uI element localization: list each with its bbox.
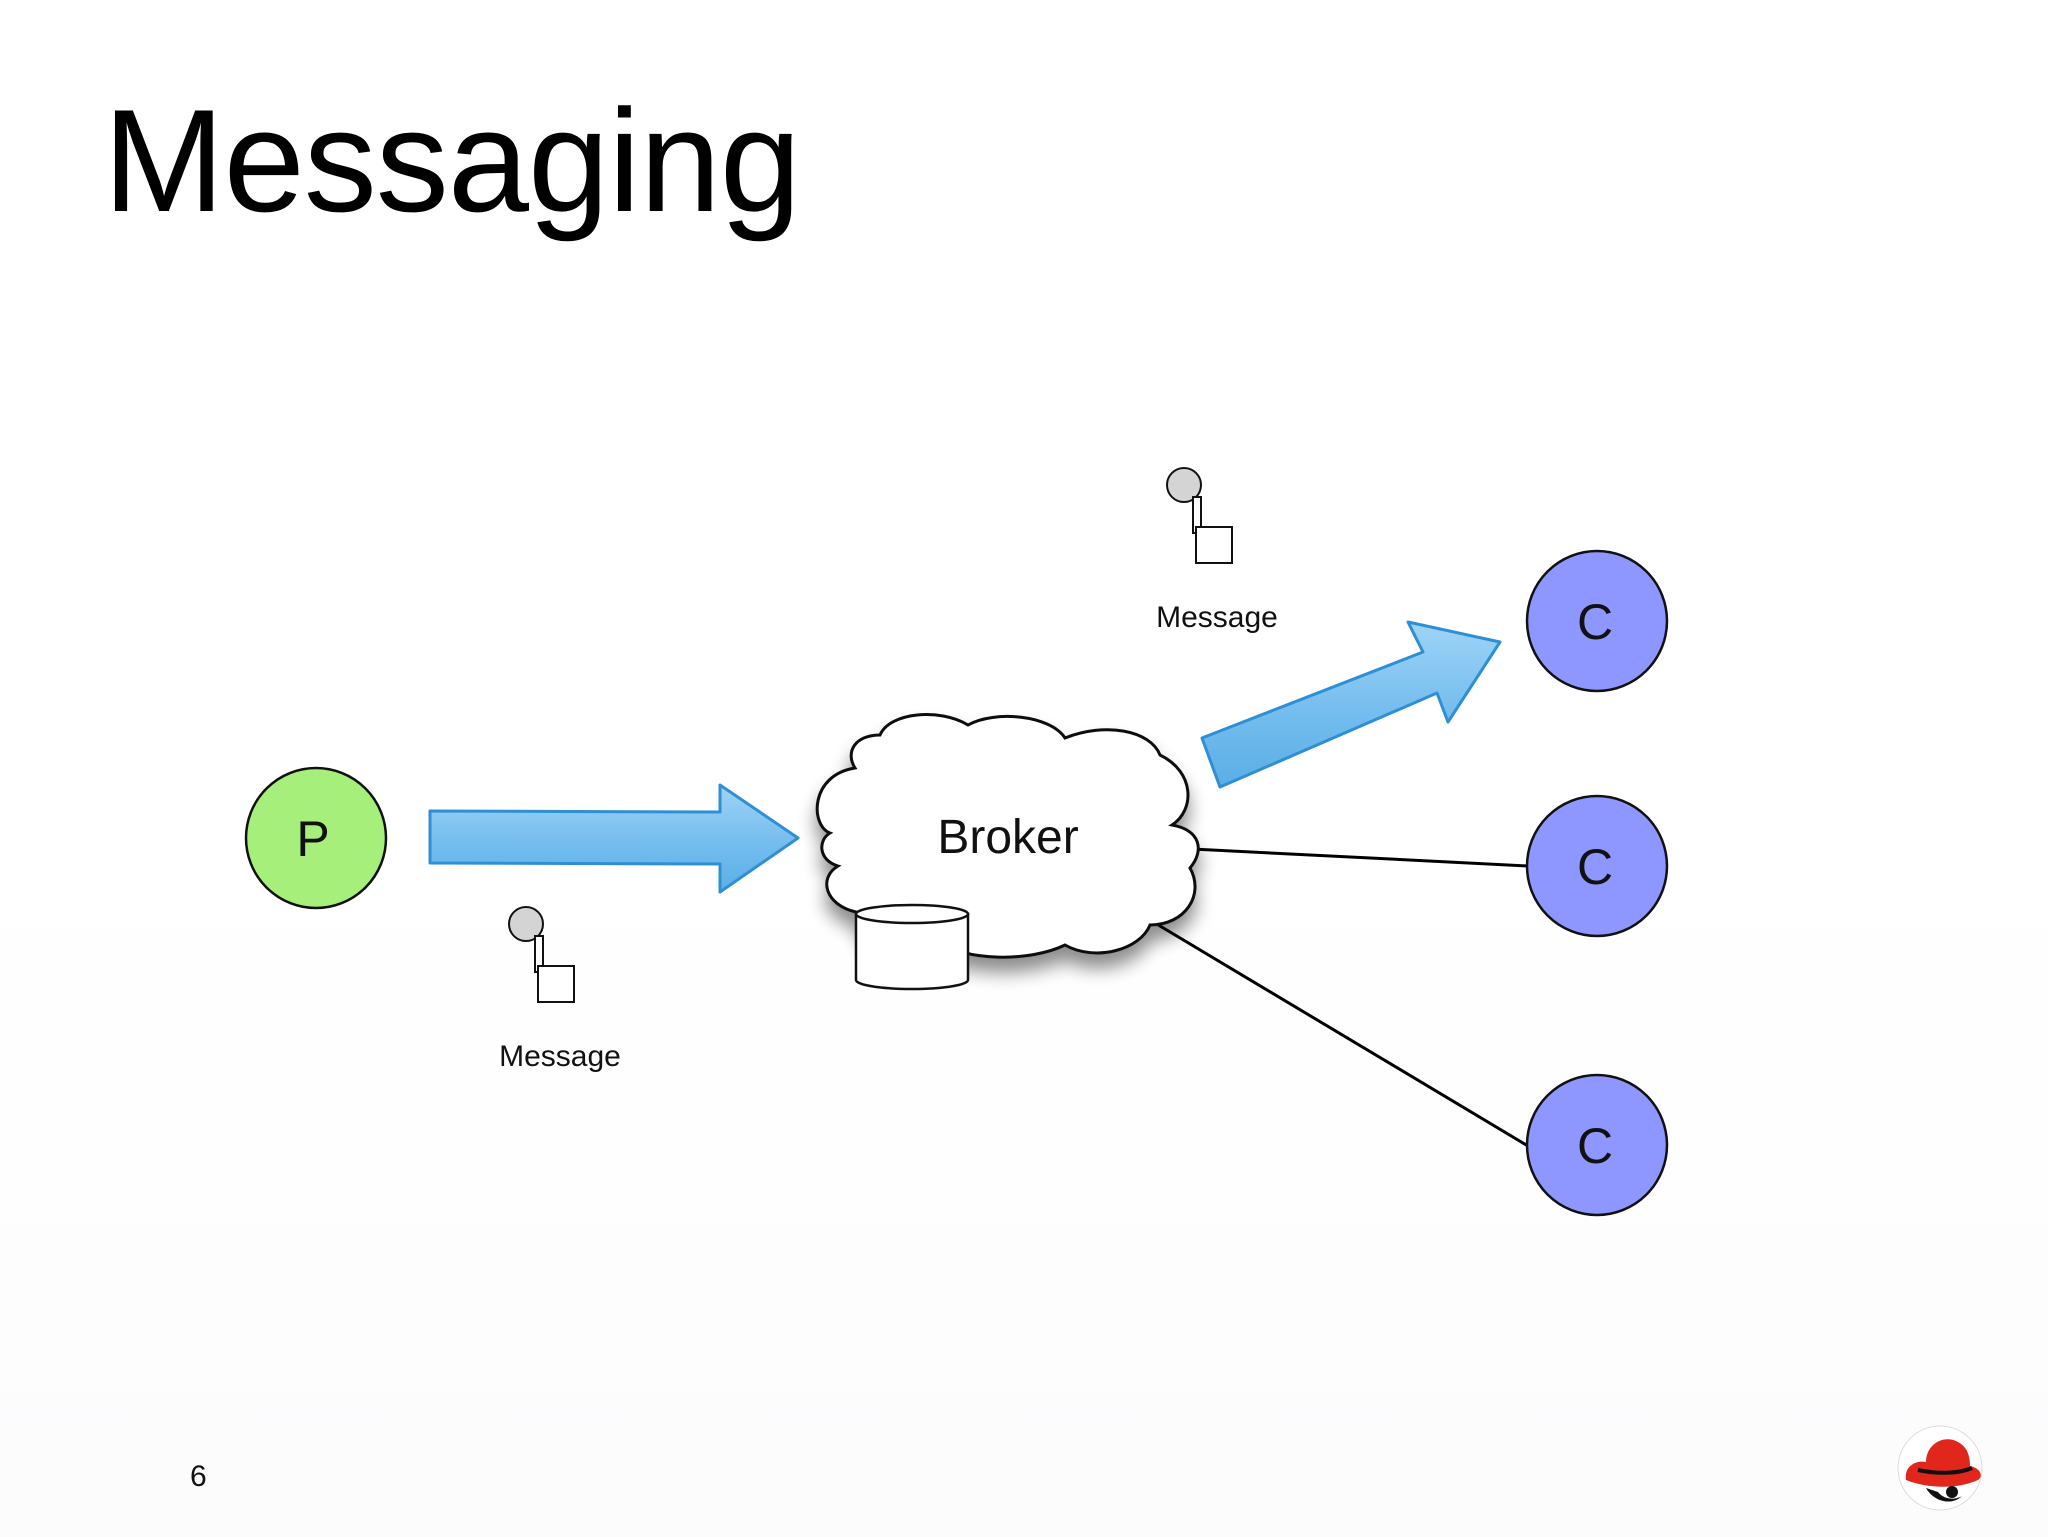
consumer-label-2: C	[1577, 839, 1613, 895]
consumer-node-3: C	[1525, 1073, 1669, 1217]
connector-line-consumer-2	[1191, 847, 1529, 868]
producer-label: P	[296, 811, 329, 867]
message-label-top: Message	[1156, 601, 1278, 634]
database-icon	[854, 903, 970, 991]
slide-title: Messaging	[103, 79, 801, 242]
consumer-node-1: C	[1525, 549, 1669, 693]
broker-cloud: Broker	[815, 713, 1200, 991]
consumer-label-1: C	[1577, 594, 1613, 650]
arrow-broker-to-consumer	[1200, 620, 1502, 789]
arrow-producer-to-broker	[428, 783, 800, 894]
consumer-node-2: C	[1525, 794, 1669, 938]
message-icon	[1166, 467, 1233, 564]
producer-node: P	[244, 766, 388, 910]
connector-line-consumer-3	[1149, 918, 1529, 1148]
message-label-bottom: Message	[499, 1040, 621, 1073]
message-icon	[508, 906, 575, 1003]
page-number: 6	[190, 1460, 207, 1493]
broker-label: Broker	[937, 811, 1078, 864]
consumer-label-3: C	[1577, 1118, 1613, 1174]
red-hat-logo-icon	[1897, 1425, 1983, 1511]
